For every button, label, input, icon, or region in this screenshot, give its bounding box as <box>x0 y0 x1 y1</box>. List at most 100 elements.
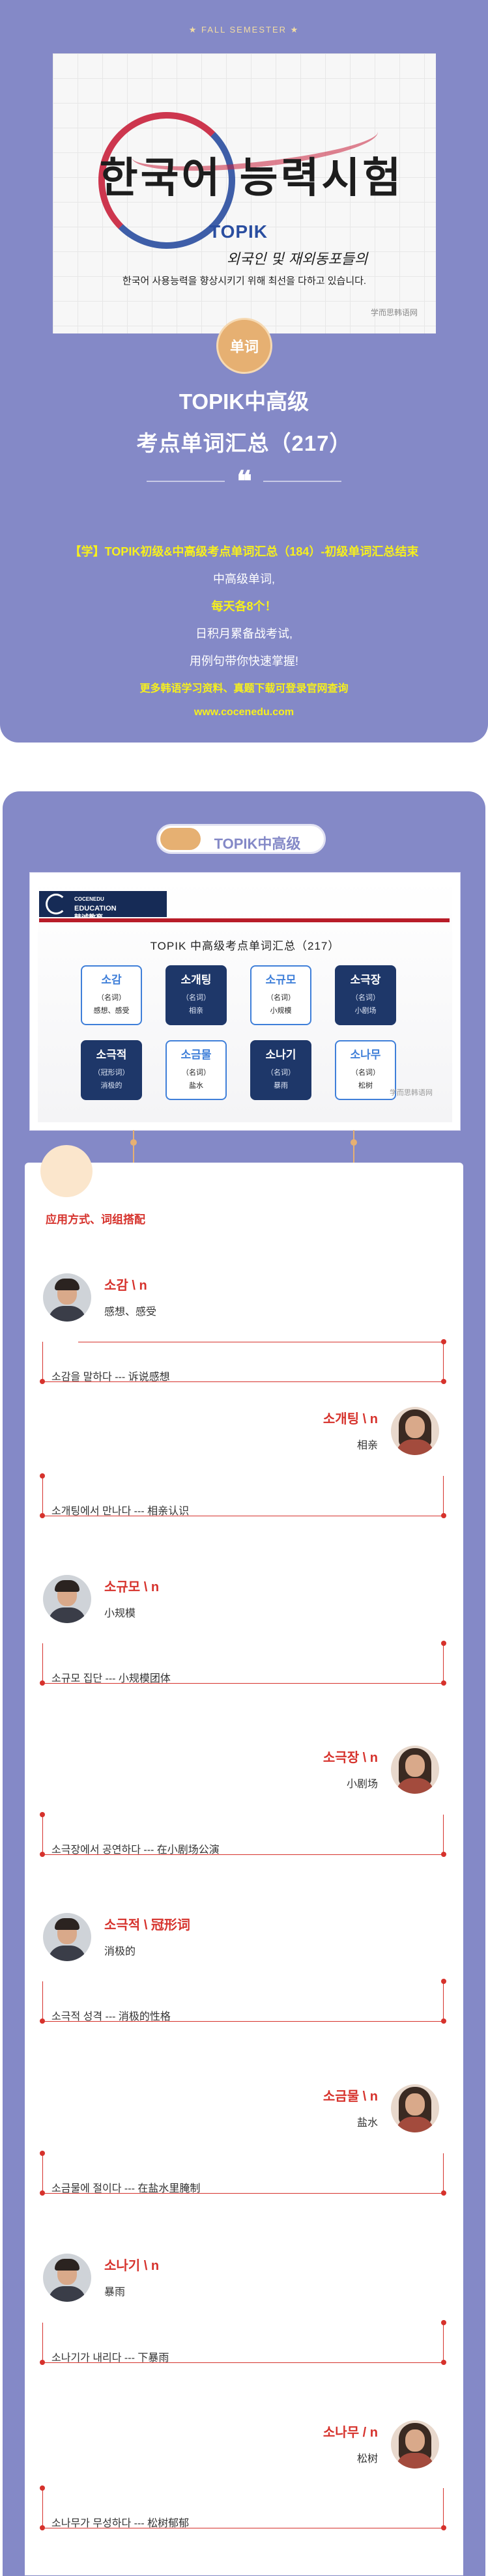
example-box: 소감을 말하다 --- 诉说感想 <box>40 1339 446 1384</box>
summary-slide-image: COCENEDU EDUCATION 韩诚教育 TOPIK 中高级考点单词汇总（… <box>30 873 460 1130</box>
usage-label: 应用方式、词组搭配 <box>46 1213 145 1226</box>
slide-watermark: 学而思韩语网 <box>390 1089 433 1097</box>
card-meaning: 消极的 <box>100 1082 122 1090</box>
vocab-card: 소나기 （名词） 暴雨 <box>250 1040 311 1100</box>
vocab-meaning: 暴雨 <box>104 2287 126 2298</box>
vocab-card: 소감 （名词） 感想、感受 <box>81 965 142 1025</box>
vocab-meaning: 感想、感受 <box>104 1307 157 1318</box>
card-word: 소개팅 <box>180 974 212 987</box>
example-sentence: 소나무가 무성하다 --- 松树郁郁 <box>51 2518 190 2529</box>
card-meaning: 小规模 <box>270 1007 292 1015</box>
vocab-meaning: 松树 <box>356 2454 378 2465</box>
card-pos: （名词） <box>182 994 210 1002</box>
card-pos: （名词） <box>266 1069 295 1077</box>
card-pos: （名词） <box>351 994 380 1002</box>
vocab-card: 소규모 （名词） 小规模 <box>250 965 311 1025</box>
vocab-word: 소극장 \ n <box>323 1751 378 1765</box>
vocab-meaning: 小规模 <box>104 1608 136 1619</box>
avatar <box>43 1575 91 1623</box>
vocab-word: 소개팅 \ n <box>323 1412 378 1426</box>
banner-watermark: 学而思韩语网 <box>370 308 418 317</box>
example-box: 소극적 성격 --- 消极的性格 <box>40 1979 446 2024</box>
intro-line: 中高级单词, <box>212 573 275 586</box>
example-box: 소극장에서 공연하다 --- 在小剧场公演 <box>40 1812 446 1857</box>
example-box: 소금물에 절이다 --- 在盐水里腌制 <box>40 2151 446 2196</box>
banner-caption: 한국어 사용능력을 향상시키기 위해 최선을 다하고 있습니다. <box>122 276 367 287</box>
avatar <box>43 1273 91 1322</box>
vocab-meaning: 盐水 <box>356 2117 378 2129</box>
example-sentence: 소나기가 내리다 --- 下暴雨 <box>51 2353 169 2364</box>
banner-title: 한국어 능력시험 <box>99 154 404 203</box>
vocab-meaning: 消极的 <box>104 1946 136 1957</box>
vocab-word: 소나기 \ n <box>104 2259 160 2273</box>
hanger-right <box>351 1130 357 1163</box>
vocab-panel <box>25 1163 463 2575</box>
link-previous-post[interactable]: 【学】TOPIK初级&中高级考点单词汇总（184）-初级单词汇总结束 <box>69 545 419 558</box>
card-meaning: 松树 <box>358 1082 373 1090</box>
intro-line: 用例句带你快速掌握! <box>189 655 298 668</box>
intro-line: 日积月累备战考试, <box>195 627 293 640</box>
divider-right <box>263 481 341 482</box>
vocab-word: 소극적 \ 冠形词 <box>104 1918 190 1932</box>
avatar <box>391 1407 439 1455</box>
banner-subtitle: 외국인 및 재외동포들의 <box>226 251 368 268</box>
example-sentence: 소규모 집단 --- 小规模团体 <box>51 1673 171 1684</box>
website-link[interactable]: www.cocenedu.com <box>194 707 294 718</box>
cocen-logo: COCENEDU EDUCATION 韩诚教育 <box>39 891 167 922</box>
more-resources-text: 更多韩语学习资料、真题下载可登录官网查询 <box>139 683 349 694</box>
example-box: 소나무가 무성하다 --- 松树郁郁 <box>40 2485 446 2530</box>
vocab-card: 소극장 （名词） 小剧场 <box>335 965 396 1025</box>
card-word: 소극적 <box>96 1049 127 1062</box>
vocab-word: 소규모 \ n <box>104 1580 160 1594</box>
usage-decor-circle <box>40 1145 93 1197</box>
section-pill-label: TOPIK中高级 <box>214 836 301 852</box>
card-meaning: 盐水 <box>189 1082 203 1090</box>
vocab-word: 소금물 \ n <box>323 2089 378 2104</box>
card-pos: （名词） <box>182 1069 210 1077</box>
logo-c-icon <box>46 894 66 914</box>
vocab-word: 소나무 / n <box>323 2426 378 2440</box>
slide-title: TOPIK 中高级考点单词汇总（217） <box>150 940 340 952</box>
vocab-meaning: 小剧场 <box>346 1779 378 1790</box>
banner-topik: TOPIK <box>208 221 268 242</box>
card-word: 소금물 <box>180 1049 212 1062</box>
card-meaning: 相亲 <box>189 1007 203 1015</box>
card-word: 소나무 <box>350 1049 381 1062</box>
page-title: TOPIK中高级 <box>179 389 309 414</box>
card-word: 소극장 <box>350 974 381 987</box>
avatar <box>43 1913 91 1961</box>
divider-left <box>147 481 225 482</box>
pill-accent <box>160 828 201 850</box>
card-word: 소규모 <box>265 974 296 987</box>
card-word: 소감 <box>101 974 122 987</box>
vocab-card: 소개팅 （名词） 相亲 <box>165 965 227 1025</box>
example-box: 소규모 집단 --- 小规模团体 <box>40 1641 446 1686</box>
card-pos: （名词） <box>97 994 126 1002</box>
vocab-word: 소감 \ n <box>104 1279 147 1293</box>
quote-icon: ❝ <box>237 465 252 498</box>
page-subtitle: 考点单词汇总（217） <box>136 431 352 455</box>
banner-brush-ring <box>98 112 235 249</box>
example-sentence: 소극적 성격 --- 消极的性格 <box>51 2011 171 2022</box>
example-sentence: 소개팅에서 만나다 --- 相亲认识 <box>51 1506 190 1517</box>
logo-line: EDUCATION <box>74 905 117 913</box>
vocab-card: 소극적 （冠形词） 消极的 <box>81 1040 142 1100</box>
logo-line: COCENEDU <box>74 896 104 902</box>
card-meaning: 小剧场 <box>354 1007 377 1015</box>
vocab-card: 소금물 （名词） 盐水 <box>165 1040 227 1100</box>
example-sentence: 소금물에 절이다 --- 在盐水里腌制 <box>51 2183 201 2194</box>
card-pos: （名词） <box>266 994 295 1002</box>
avatar <box>391 2420 439 2469</box>
intro-highlight: 每天各8个！ <box>211 600 277 613</box>
example-sentence: 소극장에서 공연하다 --- 在小剧场公演 <box>51 1845 220 1856</box>
vocab-meaning: 相亲 <box>356 1440 378 1451</box>
semester-label: ★ FALL SEMESTER ★ <box>188 25 300 35</box>
vocab-card: 소나무 （名词） 松树 <box>335 1040 396 1100</box>
example-box: 소개팅에서 만나다 --- 相亲认识 <box>40 1473 446 1518</box>
category-tag: 单词 <box>216 318 272 374</box>
card-word: 소나기 <box>265 1049 296 1062</box>
card-meaning: 感想、感受 <box>93 1007 130 1015</box>
example-sentence: 소감을 말하다 --- 诉说感想 <box>51 1372 170 1383</box>
card-meaning: 暴雨 <box>274 1082 288 1090</box>
card-pos: （名词） <box>351 1069 380 1077</box>
